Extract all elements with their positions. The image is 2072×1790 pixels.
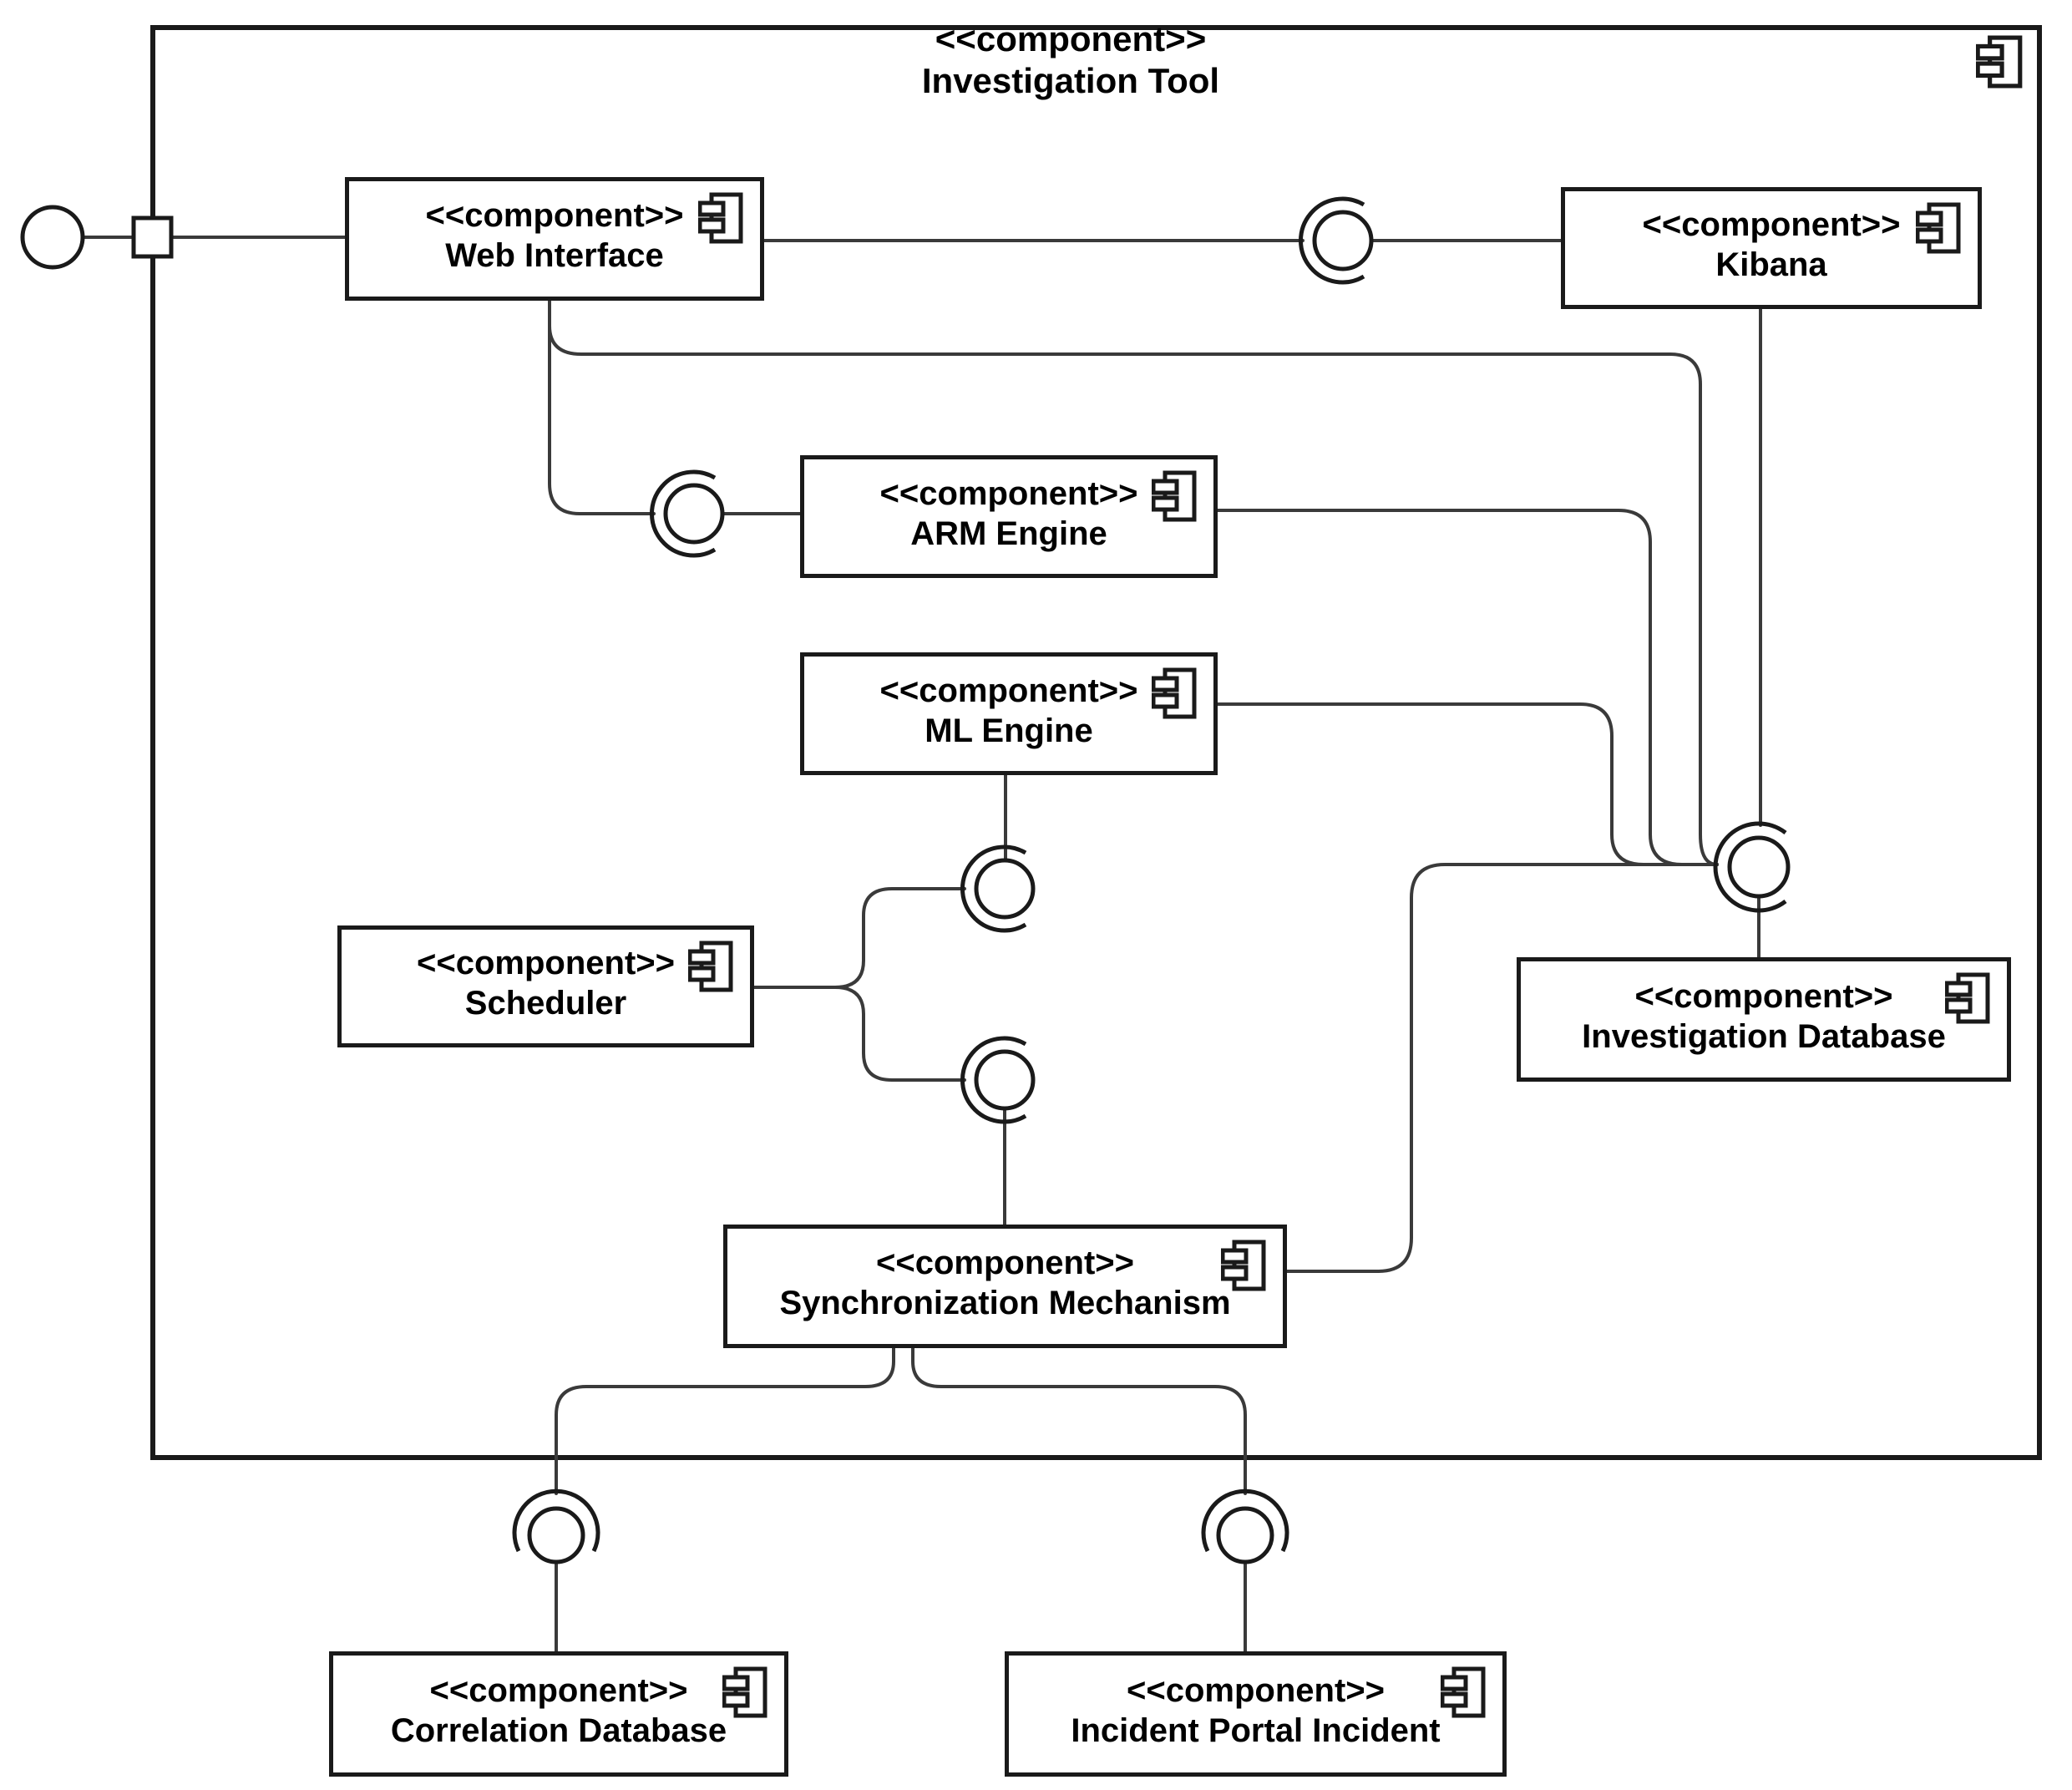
investigation-tool-boundary (150, 25, 2042, 1460)
component-name: Web Interface (445, 237, 664, 274)
component-icon (1916, 202, 1961, 254)
connector-lines (81, 236, 1762, 1653)
external-lollipop-circle-icon (20, 205, 85, 270)
sync-mechanism-socket-icon (960, 1036, 1027, 1124)
connector-scheduler-to-ml-socket (833, 887, 966, 989)
correlation-database-ball-icon (527, 1506, 585, 1564)
connector-sync-mechanism-to-hub (1285, 863, 1719, 1273)
component-icon (1441, 1666, 1486, 1718)
sync-mechanism-ball-icon (974, 1049, 1036, 1111)
component-stereotype: <<component>> (1634, 977, 1893, 1015)
component-scheduler: <<component>> Scheduler (337, 925, 754, 1047)
frame-stereotype: <<component>> (935, 19, 1207, 58)
component-kibana: <<component>> Kibana (1561, 187, 1982, 309)
connector-sync-to-incident-socket (911, 1346, 1247, 1495)
component-stereotype: <<component>> (417, 945, 675, 981)
component-name: ML Engine (925, 712, 1093, 749)
component-incident-portal-incident: <<component>> Incident Portal Incident (1005, 1651, 1507, 1777)
connector-ml-engine-to-hub (1216, 702, 1719, 866)
component-name: Synchronization Mechanism (779, 1285, 1231, 1321)
component-icon (1945, 972, 1990, 1024)
ml-engine-ball-icon (974, 858, 1036, 920)
component-name: Kibana (1715, 246, 1827, 283)
interface-symbols (20, 196, 1791, 1564)
component-name: ARM Engine (910, 515, 1107, 552)
component-icon (688, 941, 733, 992)
connector-scheduler-to-sync-socket (833, 986, 966, 1082)
component-name: Incident Portal Incident (1071, 1712, 1441, 1749)
component-stereotype: <<component>> (879, 672, 1138, 709)
investigation-database-socket-icon (1713, 821, 1787, 913)
component-web-interface: <<component>> Web Interface (345, 177, 764, 301)
correlation-database-socket-icon (512, 1488, 600, 1553)
incident-portal-socket-icon (1201, 1488, 1289, 1553)
investigation-tool-label: <<component>> Investigation Tool (749, 18, 1392, 102)
connector-sync-to-correlation-socket (555, 1346, 895, 1495)
component-stereotype: <<component>> (879, 474, 1138, 512)
component-arm-engine: <<component>> ARM Engine (800, 455, 1218, 578)
component-name: Correlation Database (390, 1712, 727, 1749)
connector-web-interface-to-arm-socket (548, 299, 656, 515)
component-icon (1976, 35, 2023, 89)
component-ml-engine: <<component>> ML Engine (800, 652, 1218, 775)
component-stereotype: <<component>> (425, 197, 684, 234)
component-icon (1152, 470, 1197, 522)
connector-web-interface-to-hub (548, 324, 1719, 866)
component-name: Investigation Database (1582, 1017, 1946, 1055)
component-stereotype: <<component>> (1127, 1672, 1385, 1709)
kibana-socket-icon (1298, 196, 1365, 285)
component-stereotype: <<component>> (429, 1672, 688, 1709)
arm-engine-socket-icon (649, 469, 717, 558)
component-name: Scheduler (464, 985, 627, 1022)
component-icon (698, 192, 743, 244)
component-synchronization-mechanism: <<component>> Synchronization Mechanism (723, 1225, 1287, 1348)
component-investigation-database: <<component>> Investigation Database (1517, 957, 2011, 1082)
component-icon (722, 1666, 768, 1718)
arm-engine-ball-icon (663, 483, 725, 545)
port-square-icon (131, 216, 174, 259)
frame-name: Investigation Tool (921, 61, 1220, 100)
component-stereotype: <<component>> (876, 1245, 1134, 1281)
investigation-database-ball-icon (1727, 835, 1791, 899)
kibana-ball-icon (1312, 210, 1374, 271)
ml-engine-socket-icon (960, 844, 1027, 933)
component-correlation-database: <<component>> Correlation Database (329, 1651, 788, 1777)
connector-arm-engine-to-hub (1216, 509, 1719, 866)
incident-portal-ball-icon (1216, 1506, 1274, 1564)
component-stereotype: <<component>> (1642, 206, 1901, 243)
component-icon (1152, 667, 1197, 719)
component-icon (1221, 1240, 1266, 1291)
